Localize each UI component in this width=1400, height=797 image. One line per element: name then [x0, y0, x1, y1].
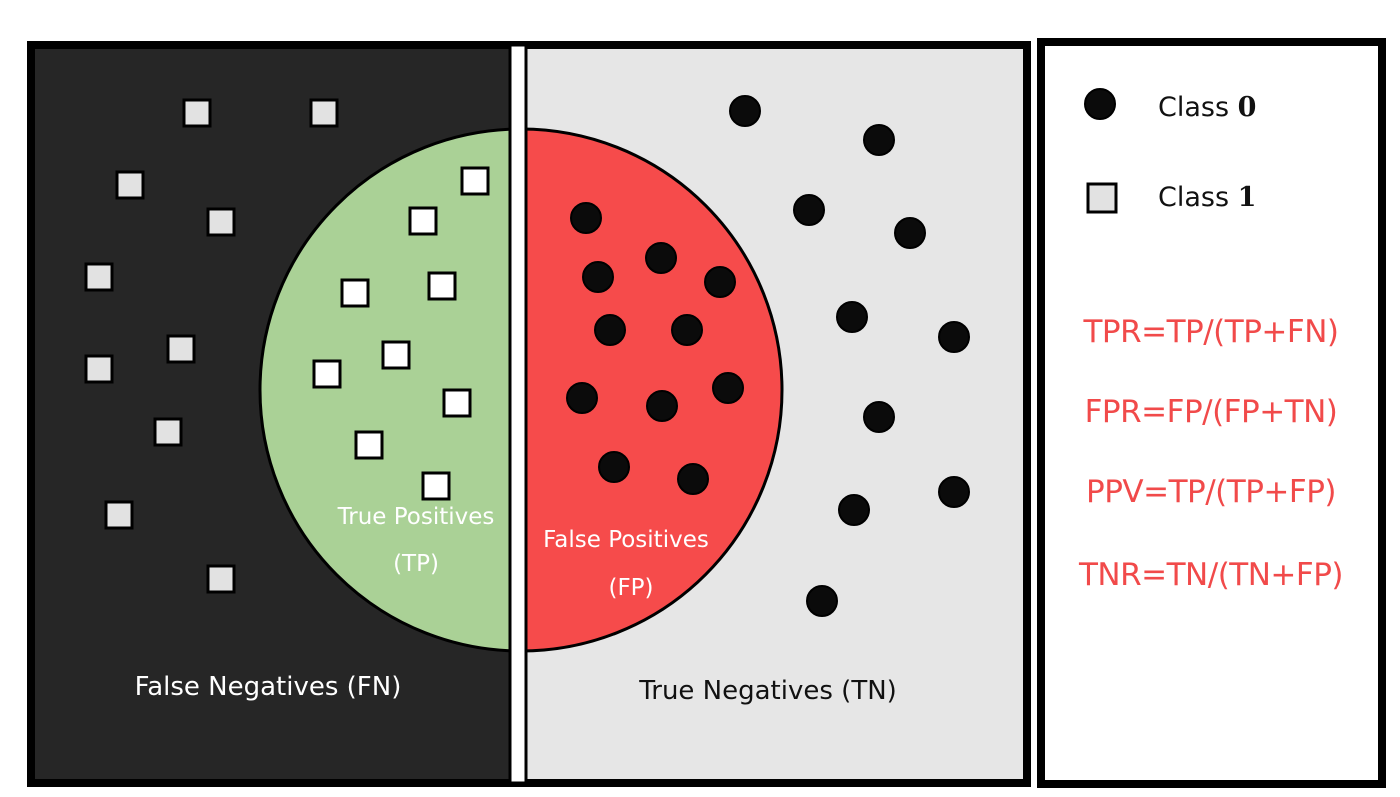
class-0-circle	[646, 390, 678, 422]
class-0-circle	[938, 476, 970, 508]
decision-divider	[508, 43, 528, 785]
class-0-circle	[566, 382, 598, 414]
class-0-circle	[704, 266, 736, 298]
class-0-circle	[836, 301, 868, 333]
class-1-square	[115, 170, 145, 200]
class-1-square	[84, 262, 114, 292]
true-positive-half	[260, 129, 517, 651]
class-1-square	[427, 271, 457, 301]
false-positive-half	[517, 129, 782, 651]
class-0-circle	[863, 124, 895, 156]
class-0-circle	[806, 585, 838, 617]
class-0-circle	[938, 321, 970, 353]
class-0-marker-icon	[1084, 88, 1116, 120]
class-0-circle	[570, 202, 602, 234]
class-1-square	[206, 564, 236, 594]
true-positives-abbr: (TP)	[393, 551, 439, 577]
class-0-circle	[594, 314, 626, 346]
main-panel-border	[27, 41, 1031, 787]
class-1-square	[182, 98, 212, 128]
formula-tpr: TPR=TP/(TP+FN)	[1082, 314, 1338, 350]
class-0-circle	[712, 372, 744, 404]
class-1-label: Class 1	[1158, 182, 1256, 213]
class-0-circle	[793, 194, 825, 226]
class-0-circle	[645, 242, 677, 274]
false-positives-abbr: (FP)	[608, 575, 653, 601]
class-0-circle	[863, 401, 895, 433]
class-1-square	[153, 417, 183, 447]
class-1-square	[206, 207, 236, 237]
true-negative-circles	[729, 95, 970, 617]
class-1-square	[340, 278, 370, 308]
class-1-square	[381, 340, 411, 370]
class-0-circle	[671, 314, 703, 346]
class-0-circle	[598, 451, 630, 483]
false-positive-circles	[566, 202, 744, 495]
formula-fpr: FPR=FP/(FP+TN)	[1085, 394, 1338, 430]
true-negatives-label: True Negatives (TN)	[638, 676, 897, 706]
true-positives-label: True Positives	[337, 504, 495, 530]
class-0-circle	[677, 463, 709, 495]
true-positive-squares	[312, 166, 490, 501]
class-0-circle	[838, 494, 870, 526]
false-positives-label: False Positives	[543, 527, 709, 553]
class-0-circle	[894, 217, 926, 249]
class-1-square	[354, 430, 384, 460]
class-1-square	[104, 500, 134, 530]
legend-panel	[1037, 38, 1386, 788]
formula-ppv: PPV=TP/(TP+FP)	[1086, 474, 1336, 510]
class-1-square	[421, 471, 451, 501]
class-0-label: Class 0	[1158, 92, 1256, 123]
class-1-square	[312, 359, 342, 389]
class-1-square	[166, 334, 196, 364]
false-negative-squares	[84, 98, 339, 594]
class-1-marker-icon	[1086, 182, 1118, 214]
class-0-circle	[729, 95, 761, 127]
class-1-square	[84, 354, 114, 384]
class-1-square	[460, 166, 490, 196]
class-1-square	[408, 206, 438, 236]
formula-tnr: TNR=TN/(TN+FP)	[1078, 557, 1343, 593]
class-1-square	[442, 388, 472, 418]
class-0-circle	[582, 261, 614, 293]
class-1-square	[309, 98, 339, 128]
false-negatives-label: False Negatives (FN)	[135, 672, 402, 702]
